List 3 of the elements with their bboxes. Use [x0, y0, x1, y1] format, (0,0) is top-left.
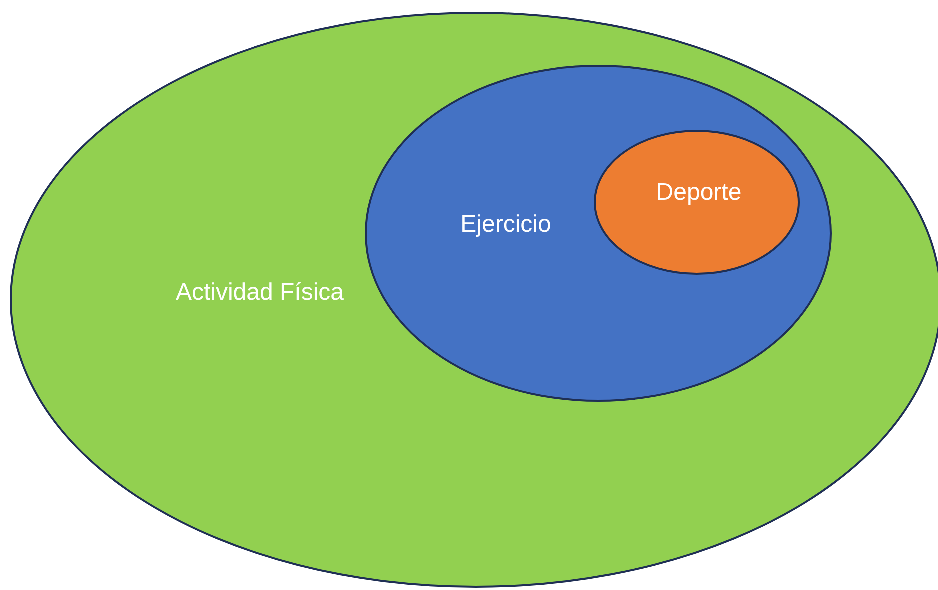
region-label: Deporte: [656, 179, 742, 207]
region-label: Actividad Física: [176, 279, 344, 307]
region-label: Ejercicio: [460, 211, 552, 239]
